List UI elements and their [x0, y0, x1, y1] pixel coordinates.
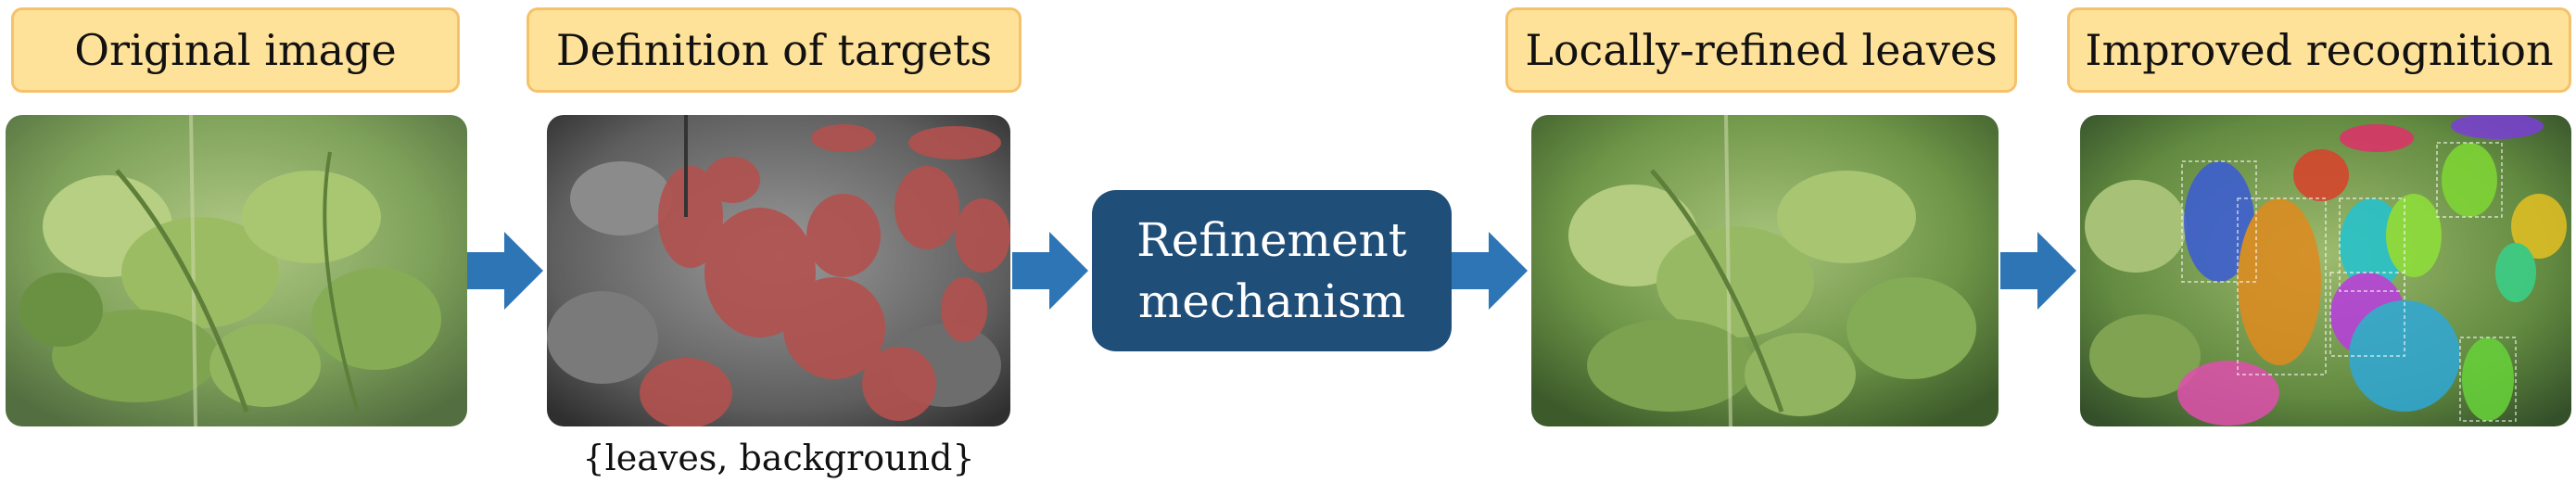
refined-image — [1531, 115, 1999, 426]
refinement-mechanism-box: Refinement mechanism — [1092, 190, 1452, 351]
stage-label-targets: Definition of targets — [527, 7, 1022, 93]
stage-label-original: Original image — [11, 7, 460, 93]
stage-label-recognition: Improved recognition — [2067, 7, 2571, 93]
mechanism-line-2: mechanism — [1137, 274, 1406, 328]
arrow-right-icon — [1452, 232, 1528, 310]
stage-label-refined: Locally-refined leaves — [1505, 7, 2017, 93]
arrow-right-icon — [2000, 232, 2076, 310]
targets-image — [547, 115, 1010, 426]
arrow-right-icon — [467, 232, 543, 310]
recognition-image — [2080, 115, 2571, 426]
original-image — [6, 115, 467, 426]
arrow-right-icon — [1012, 232, 1088, 310]
targets-caption: {leaves, background} — [582, 438, 975, 478]
mechanism-line-1: Refinement — [1136, 213, 1407, 267]
